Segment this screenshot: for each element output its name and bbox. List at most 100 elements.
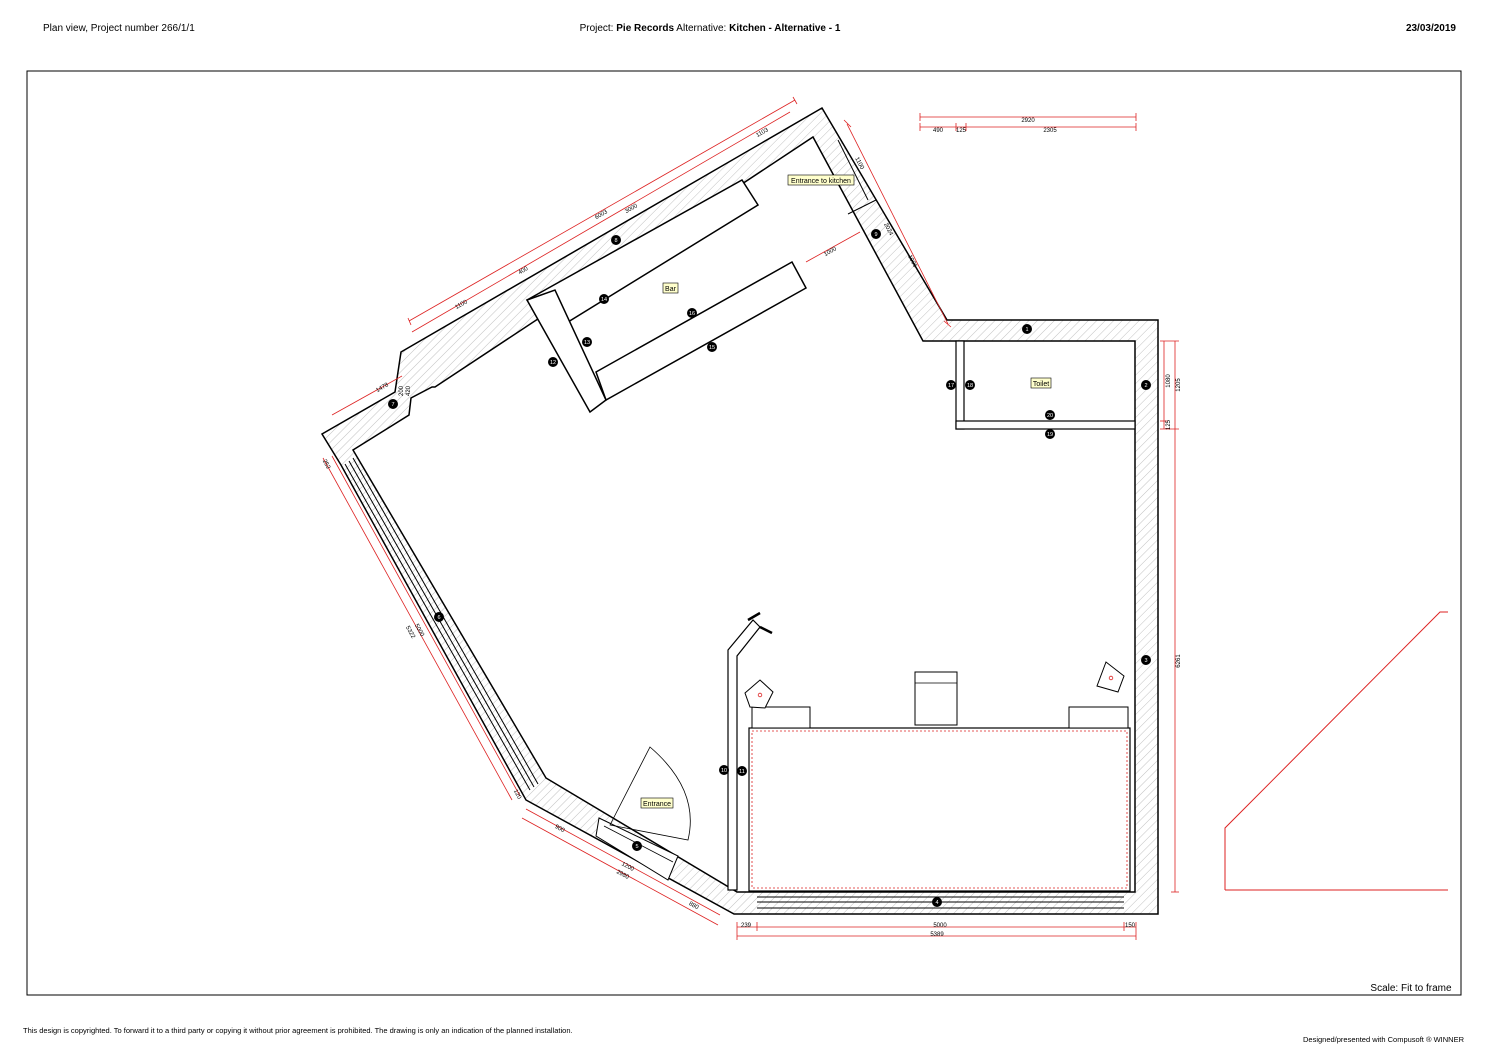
dim-bottom-a: 239	[741, 923, 752, 929]
marker-label: 17	[948, 383, 954, 389]
dim-left-tiny-b: 420	[406, 385, 412, 396]
dimension-lines	[322, 96, 1179, 940]
alternative-label: Alternative:	[676, 23, 727, 34]
marker-dot	[434, 612, 444, 622]
dim-left-bottom: 120	[512, 789, 522, 801]
dim-left-tiny-a: 200	[399, 385, 405, 396]
marker-label: 10	[721, 768, 727, 774]
partition-end	[759, 625, 773, 635]
dim-right-c: 125	[1166, 419, 1172, 430]
marker-label: 15	[709, 345, 715, 351]
marker-label: 6	[437, 615, 440, 621]
room-label-entrance-kitchen: Entrance to kitchen	[791, 178, 851, 185]
stool-left-center	[757, 692, 763, 698]
marker-label: 3	[1144, 658, 1147, 664]
dim-lower-a: 900	[554, 824, 566, 834]
dim-top-b: 125	[956, 128, 967, 134]
marker-dot	[932, 897, 942, 907]
dim-upper-left-b: 400	[518, 266, 530, 277]
dim-lower-b: 1200	[620, 861, 635, 873]
kitchen-entrance-jamb	[837, 139, 869, 201]
toilet-label-box	[1030, 377, 1052, 389]
marker-label: 1	[1025, 327, 1028, 333]
marker-dot	[965, 380, 975, 390]
dim-top-total: 2920	[1021, 118, 1035, 124]
marker-dot	[548, 357, 558, 367]
marker-dot	[1022, 324, 1032, 334]
project-name: Pie Records	[616, 23, 675, 34]
marker-label: 11	[739, 769, 745, 775]
marker-dot	[611, 235, 621, 245]
left-window-line	[348, 460, 535, 788]
exterior-wall	[320, 106, 1159, 915]
stool-right	[1096, 661, 1125, 693]
marker-dot	[582, 337, 592, 347]
marker-dot	[737, 766, 747, 776]
dim-left-top: 252	[321, 459, 331, 471]
marker-dot	[632, 841, 642, 851]
marker-label: 16	[689, 311, 695, 317]
marker-label: 13	[584, 340, 590, 346]
marker-dot	[1141, 655, 1151, 665]
left-window-line	[344, 463, 531, 791]
dim-upper-left-d: 1103	[755, 127, 770, 139]
stool-left	[744, 679, 774, 709]
room-label-entrance: Entrance	[643, 801, 671, 808]
alternative-name: Kitchen - Alternative - 1	[729, 23, 841, 34]
door-swing-arc	[609, 746, 691, 841]
marker-dot	[1141, 380, 1151, 390]
marker-label: 8	[614, 238, 617, 244]
dim-top-c: 2305	[1043, 128, 1057, 134]
partition-end	[747, 611, 761, 622]
drawing-frame	[26, 70, 1462, 996]
marker-label: 18	[967, 383, 973, 389]
marker-dot	[719, 765, 729, 775]
marker-dot	[599, 294, 609, 304]
marker-label: 20	[1047, 413, 1053, 419]
dim-top-a: 490	[933, 128, 944, 134]
copyright-notice: This design is copyrighted. To forward i…	[23, 1026, 573, 1035]
appliance-center	[914, 671, 958, 726]
dim-upper-left-c: 3000	[624, 203, 639, 215]
marker-dot	[946, 380, 956, 390]
marker-dot	[1045, 429, 1055, 439]
dim-right-b: 1205	[1176, 378, 1182, 392]
stool-right-center	[1108, 675, 1114, 681]
room-label-bar: Bar	[665, 286, 677, 293]
header-project: Project: Pie Records Alternative: Kitche…	[0, 23, 1420, 34]
marker-dot	[388, 399, 398, 409]
dim-lower-total: 2980	[615, 869, 630, 881]
scale-note: Scale: Fit to frame	[1370, 983, 1452, 994]
marker-dot	[687, 308, 697, 318]
kitchen-worktop	[748, 727, 1131, 892]
bar-label-box	[662, 282, 679, 294]
kitchen-entrance-label-box	[787, 174, 855, 186]
marker-label: 5	[635, 844, 638, 850]
marker-label: 19	[1047, 432, 1053, 438]
bar-front-counter	[595, 260, 808, 402]
marker-dot	[871, 229, 881, 239]
header-date: 23/03/2019	[1405, 23, 1456, 34]
kitchen-partition	[727, 619, 761, 891]
marker-dot	[1045, 410, 1055, 420]
appliance-right	[1068, 706, 1129, 729]
marker-label: 12	[550, 360, 556, 366]
elevation-outline	[1224, 611, 1448, 891]
toilet-wall-left	[955, 340, 965, 430]
software-credit: Designed/presented with Compusoft ® WINN…	[1302, 1035, 1464, 1044]
kitchen-entrance-jamb	[847, 199, 877, 215]
header-plan-title: Plan view, Project number 266/1/1	[43, 23, 195, 34]
entrance-label-box	[640, 797, 674, 809]
room-label-toilet: Toilet	[1033, 381, 1049, 388]
marker-label: 14	[601, 297, 607, 303]
dim-right-total: 6261	[1176, 654, 1182, 668]
dim-bottom-b: 5000	[933, 923, 947, 929]
dim-right-a: 1080	[1166, 374, 1172, 388]
left-window-line	[352, 457, 539, 785]
dim-bottom-c: 150	[1125, 923, 1136, 929]
marker-label: 9	[874, 232, 877, 238]
dim-bottom-total: 5389	[930, 932, 944, 938]
dim-lower-c: 880	[688, 901, 700, 911]
